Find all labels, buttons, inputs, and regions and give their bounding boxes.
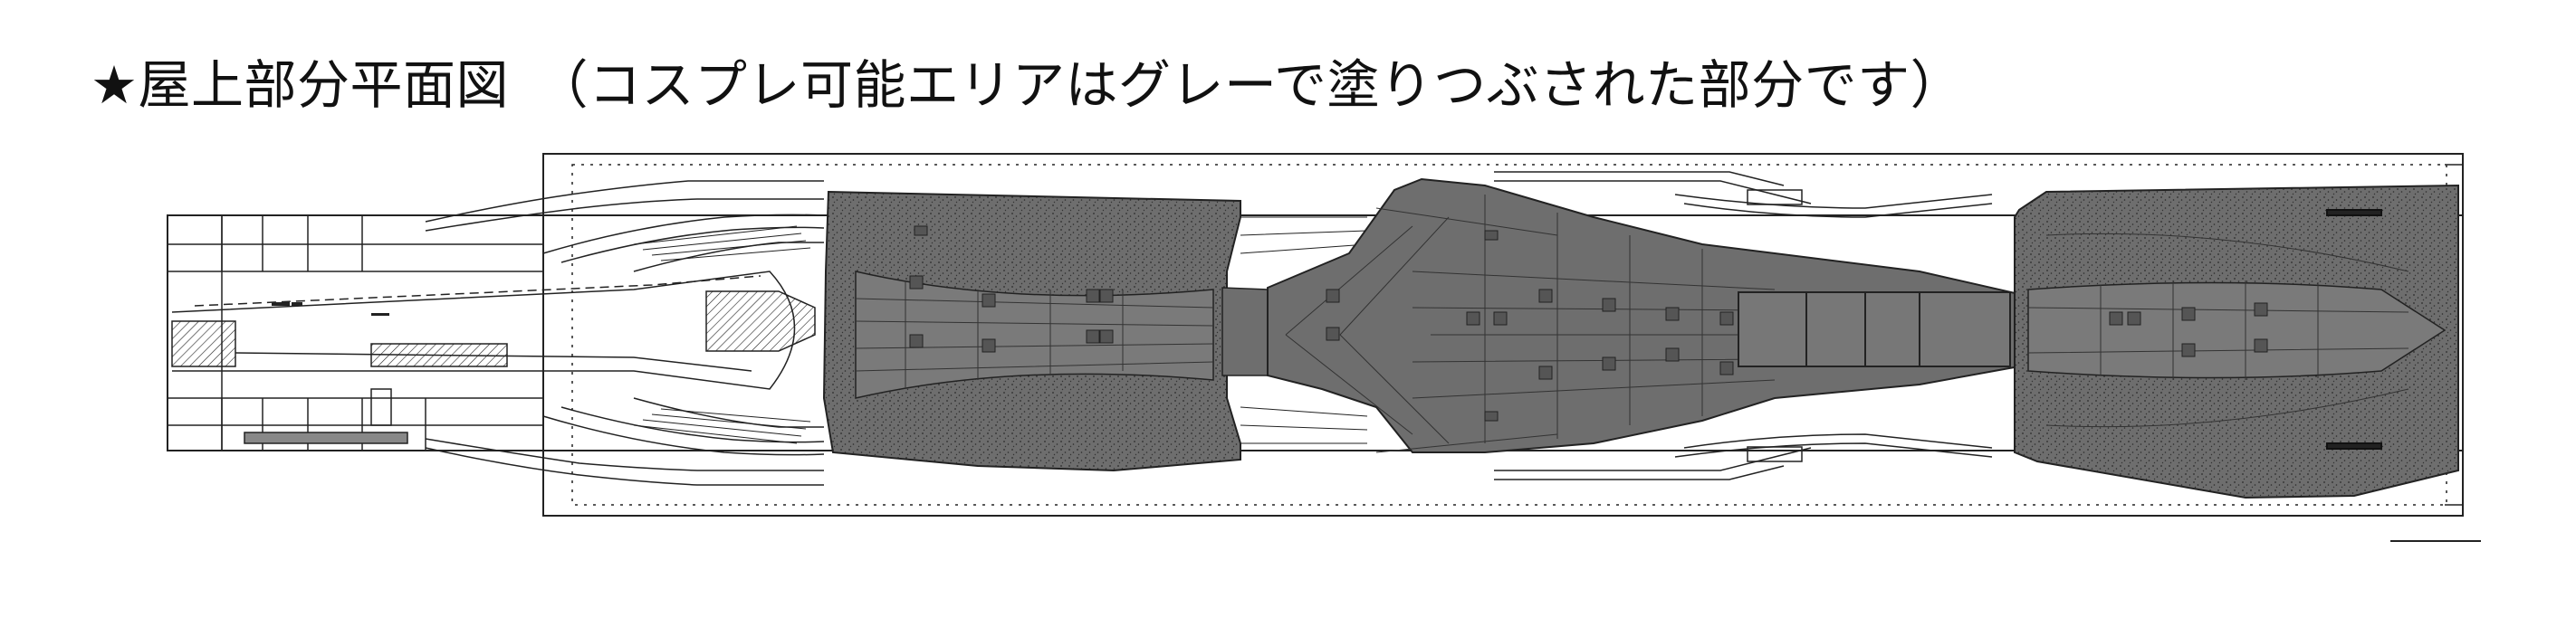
central-curved-wings bbox=[1494, 171, 1993, 480]
connector-neck bbox=[1221, 216, 1368, 444]
cosplay-area-east bbox=[2014, 184, 2459, 499]
east-end bbox=[2390, 164, 2481, 542]
small-annotation-marks bbox=[272, 302, 389, 316]
central-corridor bbox=[171, 271, 816, 390]
cosplay-area-central bbox=[1267, 177, 2020, 453]
cosplay-area-west bbox=[822, 190, 1241, 472]
central-panel-row bbox=[1738, 291, 2011, 367]
west-entrance bbox=[167, 214, 543, 451]
page-title: ★屋上部分平面図 （コスプレ可能エリアはグレーで塗りつぶされた部分です） bbox=[91, 54, 1964, 116]
perimeter-walkway bbox=[571, 164, 2447, 506]
stair-treads bbox=[633, 225, 811, 444]
west-curved-wings bbox=[425, 180, 825, 486]
